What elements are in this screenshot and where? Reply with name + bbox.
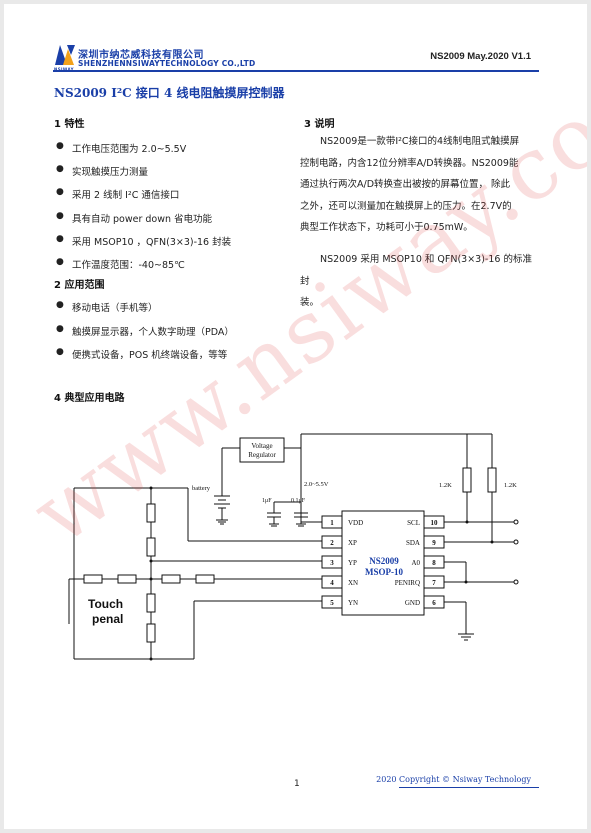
chip-name: NS2009 xyxy=(369,556,399,566)
section-heading-features: 1 特性 xyxy=(54,119,85,130)
pin-box-3 xyxy=(321,555,343,569)
datasheet-page: NSIWAY 深圳市纳芯威科技有限公司 SHENZHENNSIWAYTECHNO… xyxy=(4,4,587,829)
bullet-icon: ● xyxy=(56,233,64,244)
voltage-regulator-box xyxy=(239,437,285,463)
pin-number: 9 xyxy=(432,539,436,547)
description-line: 装。 xyxy=(300,297,320,308)
pin-name: SDA xyxy=(406,539,420,547)
feature-item: 采用 MSOP10 ，QFN(3×3)-16 封装 xyxy=(72,236,232,248)
pin-number: 8 xyxy=(432,559,436,567)
bullet-icon: ● xyxy=(56,323,64,334)
chip-package: MSOP-10 xyxy=(365,567,403,577)
cap1-label: 1μF xyxy=(262,498,272,504)
pin-number: 4 xyxy=(330,579,334,587)
feature-item: 采用 2 线制 I²C 通信接口 xyxy=(72,190,180,202)
bullet-icon: ● xyxy=(56,187,64,198)
description-paragraph-2: NS2009 采用 MSOP10 和 QFN(3×3)-16 的标准封装。 xyxy=(300,249,540,314)
company-name-cn: 深圳市纳芯威科技有限公司 xyxy=(78,50,204,61)
pin-box-1 xyxy=(321,515,343,529)
footer-rule xyxy=(399,787,539,788)
company-name-en: SHENZHENNSIWAYTECHNOLOGY CO.,LTD xyxy=(78,59,256,68)
page-number: 1 xyxy=(294,779,300,789)
pin-name: GND xyxy=(405,599,420,607)
pin-name: VDD xyxy=(348,519,363,527)
regulator-label-1: Voltage xyxy=(251,442,272,450)
header-rule xyxy=(53,70,539,72)
cap2-label: 0.1μF xyxy=(291,498,306,504)
pin-name: YN xyxy=(348,599,358,607)
pin-number: 3 xyxy=(330,559,334,567)
typical-application-circuit: Voltage Regulator battery 1μF 0.1μF 2.0~… xyxy=(68,433,519,661)
r1-label: 1.2K xyxy=(439,482,452,489)
section-heading-circuit: 4 典型应用电路 xyxy=(54,393,125,404)
bullet-icon: ● xyxy=(56,210,64,221)
pin-name: XN xyxy=(348,579,358,587)
pin-box-2 xyxy=(321,535,343,549)
regulator-label-2: Regulator xyxy=(248,451,276,459)
bullet-icon: ● xyxy=(56,164,64,175)
feature-item: 实现触摸压力测量 xyxy=(72,167,149,179)
description-line: NS2009 采用 MSOP10 和 QFN(3×3)-16 的标准封 xyxy=(300,254,532,287)
pin-box-4 xyxy=(321,575,343,589)
pin-number: 6 xyxy=(432,599,436,607)
touch-label-1: Touch xyxy=(88,597,123,611)
company-logo-icon xyxy=(55,45,75,65)
application-item: 触摸屏显示器，个人数字助理（PDA） xyxy=(72,326,234,338)
touch-label-2: penal xyxy=(92,612,123,626)
bullet-icon: ● xyxy=(56,300,64,310)
logo-text: NSIWAY xyxy=(54,67,74,72)
pin-number: 1 xyxy=(330,519,334,527)
feature-item: 具有自动 power down 省电功能 xyxy=(72,213,213,225)
feature-item: 工作温度范围：-40~85℃ xyxy=(72,260,185,271)
battery-label: battery xyxy=(192,485,211,492)
doc-version: NS2009 May.2020 V1.1 xyxy=(430,51,531,62)
pin-name: YP xyxy=(348,559,357,567)
section-heading-description: 3 说明 xyxy=(304,119,335,130)
description-paragraph-1: NS2009是一款带I²C接口的4线制电阻式触摸屏控制电路，内含12位分辨率A/… xyxy=(300,131,540,239)
pin-name: PENIRQ xyxy=(395,579,420,587)
document-title: NS2009 I²C 接口 4 线电阻触摸屏控制器 xyxy=(54,86,285,100)
section-heading-applications: 2 应用范围 xyxy=(54,280,105,291)
pin-number: 10 xyxy=(431,519,439,527)
ns2009-chip xyxy=(341,510,425,616)
description-line: 通过执行两次A/D转换查出被按的屏幕位置， 除此 xyxy=(300,179,511,190)
pin-name: SCL xyxy=(407,519,420,527)
pin-number: 2 xyxy=(330,539,334,547)
bullet-icon: ● xyxy=(56,141,64,151)
pin-name: XP xyxy=(348,539,357,547)
description-line: 典型工作状态下，功耗可小于0.75mW。 xyxy=(300,222,473,233)
pin-name: A0 xyxy=(411,559,420,567)
bullet-icon: ● xyxy=(56,257,64,267)
application-item: 便携式设备，POS 机终端设备，等等 xyxy=(72,350,228,361)
pin-number: 5 xyxy=(330,599,334,607)
description-line: NS2009是一款带I²C接口的4线制电阻式触摸屏 xyxy=(320,136,520,147)
description-line: 控制电路，内含12位分辨率A/D转换器。NS2009能 xyxy=(300,157,519,169)
application-item: 移动电话（手机等） xyxy=(72,303,158,314)
voltage-range-label: 2.0~5.5V xyxy=(304,481,329,488)
bullet-icon: ● xyxy=(56,347,64,357)
pin-box-5 xyxy=(321,595,343,609)
r2-label: 1.2K xyxy=(504,482,517,489)
feature-item: 工作电压范围为 2.0~5.5V xyxy=(72,144,187,155)
pin-number: 7 xyxy=(432,579,436,587)
description-line: 之外，还可以测量加在触摸屏上的压力。在2.7V的 xyxy=(300,200,512,212)
copyright-text: 2020 Copyright © Nsiway Technology xyxy=(376,775,531,784)
